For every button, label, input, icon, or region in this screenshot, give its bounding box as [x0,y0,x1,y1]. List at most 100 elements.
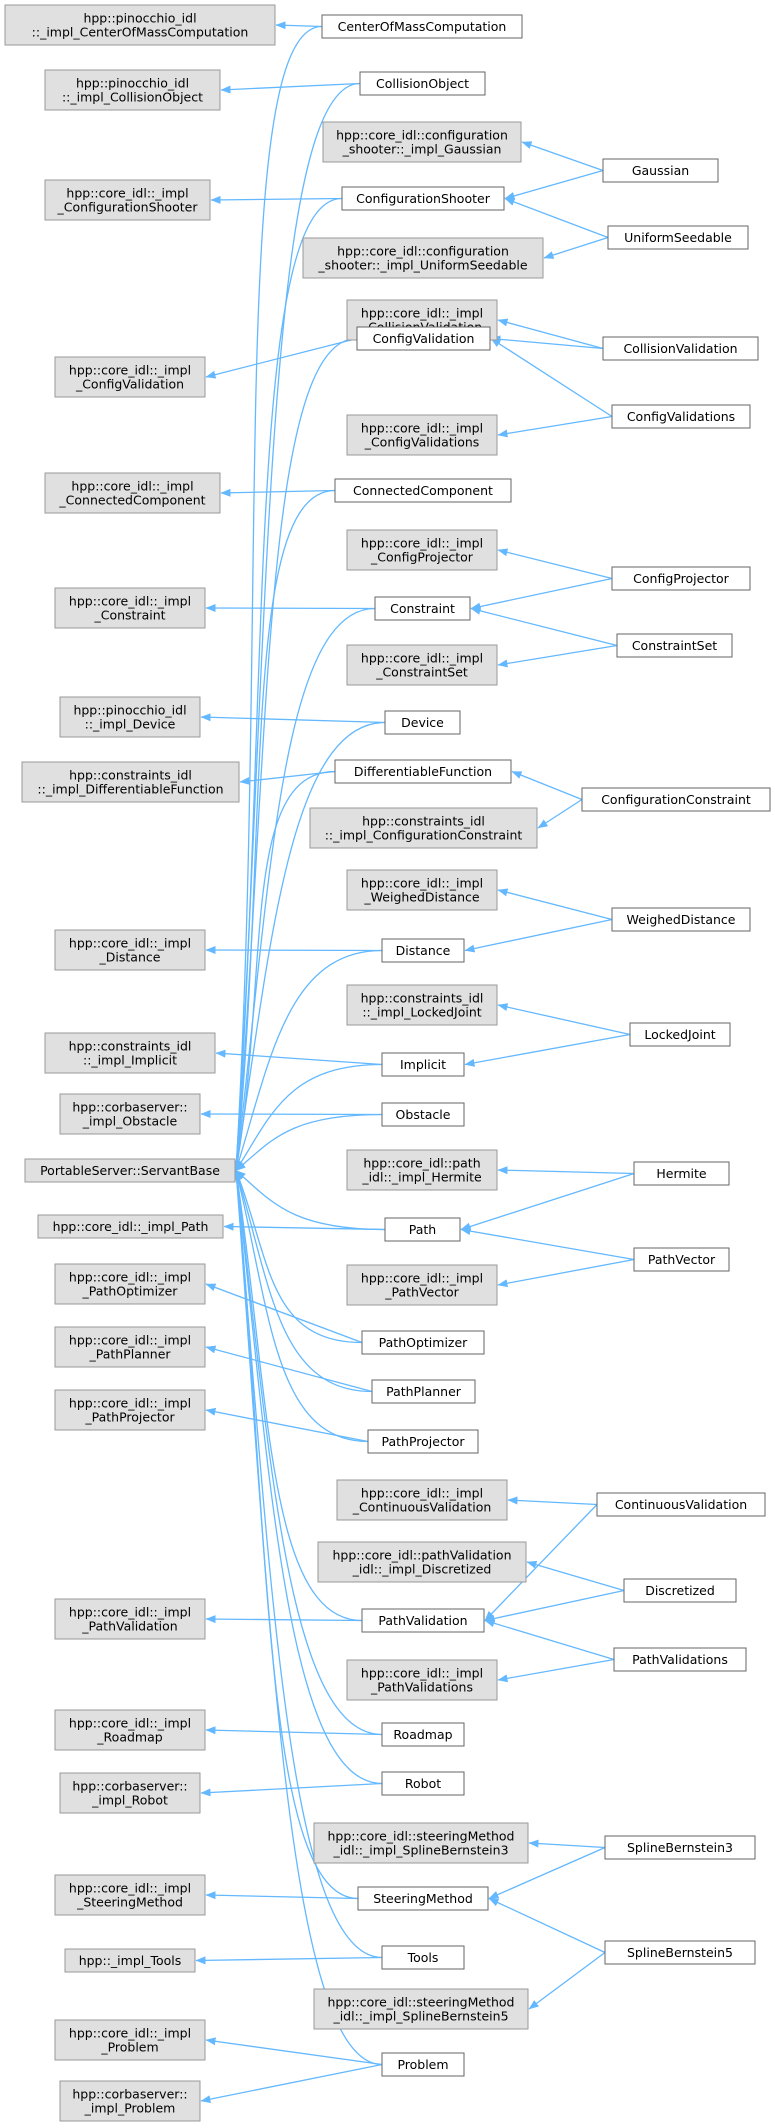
class-node-c-com[interactable]: CenterOfMassComputation [321,14,523,39]
class-node-c-gauss[interactable]: Gaussian [602,158,719,183]
class-node-c-contv[interactable]: ContinuousValidation [596,1492,766,1517]
class-node-c-sm[interactable]: SteeringMethod [357,1886,489,1911]
class-node-c-po[interactable]: PathOptimizer [361,1330,485,1355]
class-node-b-imp[interactable]: hpp::constraints_idl::_impl_Implicit [44,1032,216,1074]
class-node-b-pp[interactable]: hpp::core_idl::_impl_PathPlanner [54,1326,206,1368]
class-box [633,1161,730,1186]
class-name-line: hpp::core_idl::_impl [66,186,188,201]
class-name-line: SteeringMethod [373,1891,473,1906]
class-node-c-col[interactable]: CollisionObject [359,71,486,96]
class-name-line: hpp::corbaserver:: [72,1100,187,1115]
class-name-line: _PathProjector [84,1410,175,1425]
class-node-b-obs[interactable]: hpp::corbaserver::_impl_Obstacle [59,1093,201,1135]
class-node-c-sb5[interactable]: SplineBernstein5 [604,1940,756,1965]
class-node-c-con[interactable]: Constraint [374,596,471,621]
class-box [581,787,771,812]
class-node-c-sb3[interactable]: SplineBernstein3 [604,1835,756,1860]
class-node-b-pproj[interactable]: hpp::core_idl::_impl_PathProjector [54,1389,206,1431]
class-node-c-dist[interactable]: Distance [381,938,465,963]
class-node-c-obs[interactable]: Obstacle [381,1102,465,1127]
class-node-c-cset[interactable]: ConstraintSet [616,633,733,658]
class-node-b-prob1[interactable]: hpp::core_idl::_impl_Problem [54,2019,206,2061]
class-node-b-cs[interactable]: hpp::core_idl::_impl_ConfigurationShoote… [44,179,211,221]
class-node-b-confc[interactable]: hpp::constraints_idl::_impl_Configuratio… [309,807,538,849]
class-node-b-sm[interactable]: hpp::core_idl::_impl_SteeringMethod [54,1874,206,1916]
class-node-b-prob2[interactable]: hpp::corbaserver::_impl_Problem [59,2080,201,2122]
class-name-line: hpp::core_idl::_impl [69,1333,191,1348]
class-node-b-path[interactable]: hpp::core_idl::_impl_Path [37,1214,224,1239]
class-node-b-com[interactable]: hpp::pinocchio_idl::_impl_CenterOfMassCo… [4,4,276,46]
class-node-c-pp[interactable]: PathPlanner [371,1379,476,1404]
class-node-b-us[interactable]: hpp::core_idl::configuration_shooter::_i… [302,237,544,279]
class-node-c-pproj[interactable]: PathProjector [367,1429,479,1454]
class-node-b-cset[interactable]: hpp::core_idl::_impl_ConstraintSet [346,644,498,686]
class-box [381,1052,465,1077]
class-node-c-dev[interactable]: Device [384,710,461,735]
class-node-c-wd[interactable]: WeighedDistance [611,907,751,932]
class-node-c-pvec[interactable]: PathVector [633,1247,730,1272]
class-name-line: _PathValidations [370,1680,473,1695]
class-node-c-prob[interactable]: Problem [381,2052,465,2077]
class-node-c-cvs[interactable]: ConfigValidations [611,404,751,429]
class-node-c-herm[interactable]: Hermite [633,1161,730,1186]
edge-c_com-to-psb [232,25,323,1171]
class-node-b-cp[interactable]: hpp::core_idl::_impl_ConfigProjector [346,529,498,571]
class-node-c-cv[interactable]: ConfigValidation [356,326,491,351]
class-name-line: _ConfigValidations [364,435,480,450]
class-node-b-con[interactable]: hpp::core_idl::_impl_Constraint [54,587,206,629]
class-node-c-cp[interactable]: ConfigProjector [611,566,751,591]
class-node-b-pvec[interactable]: hpp::core_idl::_impl_PathVector [346,1264,498,1306]
class-node-b-df[interactable]: hpp::constraints_idl::_impl_Differentiab… [21,761,240,803]
class-node-c-df[interactable]: DifferentiableFunction [334,759,512,784]
class-node-c-us[interactable]: UniformSeedable [607,225,749,250]
class-name-line: Distance [396,943,451,958]
class-node-b-po[interactable]: hpp::core_idl::_impl_PathOptimizer [54,1263,206,1305]
class-node-c-tools[interactable]: Tools [381,1945,465,1970]
class-name-line: hpp::core_idl::_impl [361,421,483,436]
class-name-line: Roadmap [393,1727,452,1742]
class-node-c-cs[interactable]: ConfigurationShooter [341,186,505,211]
class-node-b-wd[interactable]: hpp::core_idl::_impl_WeighedDistance [346,869,498,911]
class-node-b-cc[interactable]: hpp::core_idl::_impl_ConnectedComponent [44,472,221,514]
class-node-b-herm[interactable]: hpp::core_idl::path_idl::_impl_Hermite [346,1149,498,1191]
class-node-b-tools[interactable]: hpp::_impl_Tools [64,1948,196,1973]
class-node-c-pv[interactable]: PathValidation [361,1608,485,1633]
class-node-b-contv[interactable]: hpp::core_idl::_impl_ContinuousValidatio… [336,1479,508,1521]
class-node-b-pvs[interactable]: hpp::core_idl::_impl_PathValidations [346,1659,498,1701]
class-node-c-rob[interactable]: Robot [381,1771,465,1796]
class-node-b-pv[interactable]: hpp::core_idl::_impl_PathValidation [54,1598,206,1640]
edge-c_cc-to-b_cc [220,488,336,497]
class-node-c-colv[interactable]: CollisionValidation [602,336,759,361]
class-node-b-sb5[interactable]: hpp::core_idl::steeringMethod_idl::_impl… [313,1988,529,2030]
class-node-c-path[interactable]: Path [384,1217,461,1242]
class-box [381,1945,465,1970]
class-node-b-cv[interactable]: hpp::core_idl::_impl_ConfigValidation [54,356,206,398]
class-node-c-rm[interactable]: Roadmap [381,1722,465,1747]
class-node-c-confc[interactable]: ConfigurationConstraint [581,787,771,812]
edge-c_lj-to-b_lj [497,1003,631,1036]
class-node-b-col[interactable]: hpp::pinocchio_idl::_impl_CollisionObjec… [44,69,221,111]
class-node-b-gauss[interactable]: hpp::core_idl::configuration_shooter::_i… [322,121,522,163]
class-node-b-disc[interactable]: hpp::core_idl::pathValidation_idl::_impl… [317,1541,527,1583]
class-name-line: _ConfigurationShooter [57,200,199,215]
class-node-c-cc[interactable]: ConnectedComponent [334,478,512,503]
class-node-b-sb3[interactable]: hpp::core_idl::steeringMethod_idl::_impl… [313,1822,529,1864]
class-box [44,69,221,111]
class-name-line: hpp::pinocchio_idl [76,76,189,91]
class-node-b-lj[interactable]: hpp::constraints_idl::_impl_LockedJoint [346,984,498,1026]
class-node-b-dist[interactable]: hpp::core_idl::_impl_Distance [54,929,206,971]
class-node-psb[interactable]: PortableServer::ServantBase [24,1158,236,1183]
class-name-line: hpp::core_idl::_impl [361,1666,483,1681]
edge-c_confc-to-c_df [511,770,583,801]
class-name-line: CenterOfMassComputation [338,19,507,34]
class-node-c-disc[interactable]: Discretized [623,1578,737,1603]
class-node-c-lj[interactable]: LockedJoint [629,1022,731,1047]
class-node-b-dev[interactable]: hpp::pinocchio_idl::_impl_Device [59,696,201,738]
class-node-c-imp[interactable]: Implicit [381,1052,465,1077]
class-node-b-rm[interactable]: hpp::core_idl::_impl_Roadmap [54,1709,206,1751]
class-node-b-rob[interactable]: hpp::corbaserver::_impl_Robot [59,1772,201,1814]
class-node-c-pvs[interactable]: PathValidations [613,1647,747,1672]
class-name-line: ConfigProjector [633,571,730,586]
class-node-b-cvs[interactable]: hpp::core_idl::_impl_ConfigValidations [346,414,498,456]
class-box [54,1326,206,1368]
